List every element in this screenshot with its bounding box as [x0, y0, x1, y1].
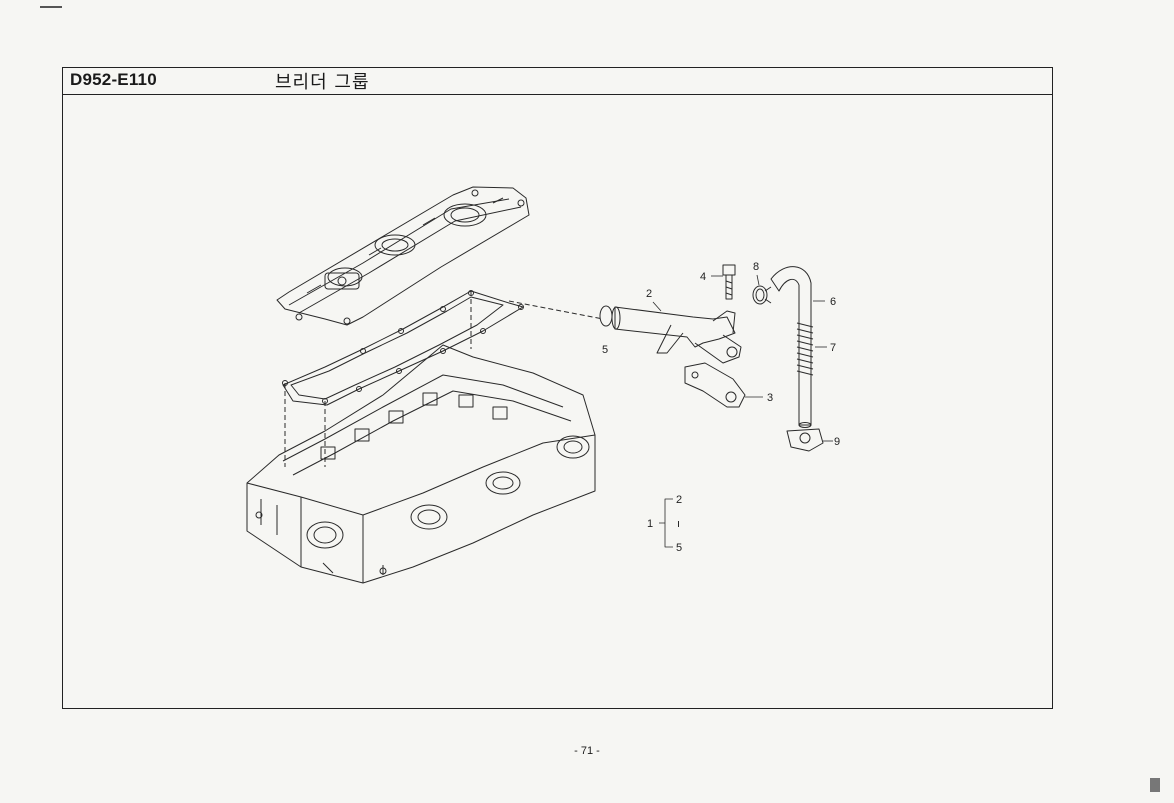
part-group-title: 브리더 그룹: [275, 72, 370, 93]
callout-o-ring: 5: [602, 344, 608, 356]
callout-breather-pipe: 2: [646, 288, 652, 300]
exploded-parts-diagram: 2 4 8 6 7 5 3 9 1 2 ı 5: [246, 186, 840, 584]
hose-bracket: [786, 428, 824, 452]
diagram-header: D952-E110 브리더 그룹: [63, 68, 1052, 95]
part-group-code: D952-E110: [70, 70, 157, 89]
hose-spring: [796, 322, 814, 376]
breather-hose: [770, 266, 812, 428]
callout-bolt: 4: [700, 271, 706, 283]
o-ring: [599, 305, 613, 327]
scan-speck: [1150, 778, 1160, 792]
cylinder-head: [246, 344, 596, 584]
breather-pipe: [611, 306, 742, 364]
callout-hose-bracket: 9: [834, 436, 840, 448]
assembly-item-mid: ı: [677, 518, 680, 530]
callout-hose-spring: 7: [830, 342, 836, 354]
callout-hose-clamp: 8: [753, 261, 759, 273]
page-number: - 71 -: [574, 745, 600, 757]
assembly-item-bottom: 5: [676, 542, 682, 554]
cylinder-head-cover: [276, 186, 530, 326]
assembly-parent-number: 1: [647, 518, 653, 530]
assembly-item-top: 2: [676, 494, 682, 506]
bolt: [722, 264, 736, 300]
hose-clamp: [752, 285, 772, 305]
diagram-frame: D952-E110 브리더 그룹: [62, 67, 1053, 709]
flange-gasket: [684, 362, 746, 408]
leader-lines: [652, 274, 833, 548]
callout-flange-gasket: 3: [767, 392, 773, 404]
callout-breather-hose: 6: [830, 296, 836, 308]
cover-gasket: [282, 290, 524, 406]
alignment-lines: [284, 291, 604, 467]
scan-speck: [40, 6, 62, 8]
